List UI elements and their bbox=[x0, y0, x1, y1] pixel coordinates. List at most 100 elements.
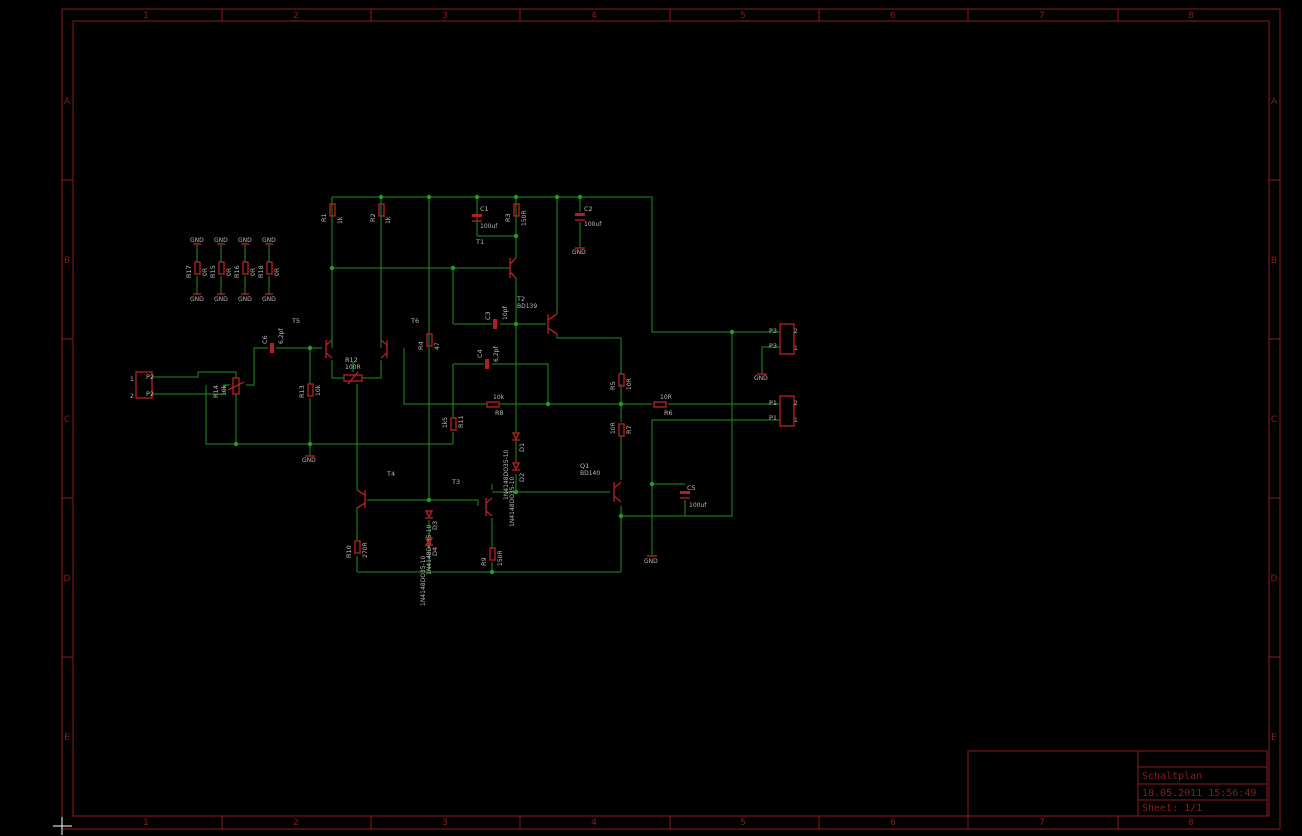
transistor-t3[interactable]: T3 bbox=[451, 478, 493, 517]
pin-label: 1 bbox=[794, 345, 798, 352]
row-labels-right: A B C D E bbox=[1271, 97, 1278, 743]
svg-text:GND: GND bbox=[190, 296, 204, 303]
row-dividers-left bbox=[62, 179, 73, 658]
connector-ref: P2 bbox=[146, 390, 154, 398]
column-label: 8 bbox=[1188, 11, 1194, 21]
resistor-value: 10R bbox=[660, 394, 672, 401]
resistor-r18[interactable]: R18 0R bbox=[257, 261, 281, 278]
resistor-r6[interactable]: 10R R6 bbox=[653, 394, 673, 417]
resistor-r15[interactable]: R15 0R bbox=[209, 261, 233, 278]
resistor-value: 1k5 bbox=[442, 417, 449, 428]
connector-p3[interactable]: P3 P3 2 1 bbox=[769, 323, 798, 355]
capacitor-value: 100uf bbox=[689, 502, 707, 509]
transistor-t4[interactable]: T4 bbox=[356, 470, 395, 509]
diode-d4[interactable]: D4 1N4148DO35-10 bbox=[420, 537, 439, 606]
capacitor-value: 6,2pf bbox=[278, 328, 285, 344]
column-label: 5 bbox=[740, 11, 746, 21]
connector-p2-input[interactable]: P2 P2 1 2 bbox=[130, 371, 154, 400]
resistor-r11[interactable]: 1k5 R11 bbox=[442, 415, 465, 431]
capacitor-c2[interactable]: C2 100uf bbox=[575, 205, 602, 228]
diode-d1[interactable]: D1 1N4148DO35-10 bbox=[509, 432, 526, 527]
drawing-frame: 1 2 3 4 5 6 7 8 1 2 3 4 5 6 7 8 A B C D … bbox=[61, 8, 1281, 830]
resistor-ref: R9 bbox=[480, 557, 488, 566]
row-label: B bbox=[64, 256, 70, 266]
capacitor-c1[interactable]: C1 100uf bbox=[472, 205, 498, 230]
resistor-value: 0R bbox=[274, 268, 281, 276]
resistor-r10[interactable]: R10 270R bbox=[345, 540, 369, 558]
diode-value: 1N4148DO35-10 bbox=[503, 449, 510, 500]
diode-ref: D1 bbox=[518, 443, 526, 452]
resistor-ref: R15 bbox=[209, 265, 217, 278]
crosshair-cursor-icon bbox=[53, 817, 72, 835]
outer-border bbox=[61, 8, 1281, 830]
capacitor-ref: C2 bbox=[584, 205, 593, 213]
svg-text:GND: GND bbox=[238, 296, 252, 303]
pin-label: 2 bbox=[794, 328, 798, 335]
resistor-r17[interactable]: R17 0R bbox=[185, 261, 209, 278]
resistor-value: 0R bbox=[250, 268, 257, 276]
potentiometer-r14[interactable]: R14 10k bbox=[212, 377, 245, 398]
row-label: D bbox=[1271, 574, 1278, 584]
column-label: 6 bbox=[890, 818, 896, 828]
resistor-r2[interactable]: R2 1k bbox=[369, 203, 392, 224]
row-label: D bbox=[64, 574, 71, 584]
resistor-ref: R11 bbox=[457, 415, 465, 428]
transistor-ref: T3 bbox=[451, 478, 460, 486]
capacitor-c5[interactable]: C5 100uf bbox=[680, 484, 707, 509]
diode-d2[interactable]: D2 1N4148DO35-10 bbox=[503, 449, 526, 500]
resistor-r13[interactable]: R13 10k bbox=[298, 383, 322, 398]
svg-text:GND: GND bbox=[644, 558, 658, 565]
capacitor-ref: C4 bbox=[476, 349, 484, 358]
column-dividers-bottom bbox=[221, 816, 1119, 829]
row-label: E bbox=[64, 733, 70, 743]
resistor-value: 100R bbox=[345, 364, 361, 371]
capacitor-c4[interactable]: C4 6,2pf bbox=[476, 346, 500, 369]
connector-p1[interactable]: P1 P1 2 1 bbox=[769, 395, 798, 427]
resistor-r16[interactable]: R16 0R bbox=[233, 261, 257, 278]
connector-ref: P3 bbox=[769, 342, 777, 350]
resistor-ref: R5 bbox=[609, 381, 617, 390]
resistor-r4[interactable]: R4 47 bbox=[417, 333, 441, 350]
resistor-value: 0R bbox=[226, 268, 233, 276]
column-label: 1 bbox=[143, 818, 149, 828]
resistor-ref: R17 bbox=[185, 265, 193, 278]
resistors: R1 1k R2 1k R3 150R R4 47 R5 10R bbox=[185, 203, 673, 566]
column-label: 5 bbox=[740, 818, 746, 828]
diode-ref: D4 bbox=[431, 547, 439, 556]
gnd-symbol: GND bbox=[238, 237, 252, 245]
resistor-ref: R2 bbox=[369, 213, 377, 222]
transistor-q1[interactable]: Q1 BD140 bbox=[580, 462, 622, 503]
gnd-symbol: GND bbox=[644, 555, 658, 565]
gnd-symbol: GND bbox=[238, 293, 252, 303]
resistor-value: 1k bbox=[385, 216, 392, 224]
transistor-t1[interactable]: T1 bbox=[475, 238, 517, 279]
resistor-value: 10R bbox=[610, 422, 617, 434]
resistor-ref: R13 bbox=[298, 385, 306, 398]
capacitor-c6[interactable]: C6 6,2pf bbox=[261, 328, 285, 353]
transistor-ref: Q1 bbox=[580, 462, 589, 470]
resistor-r5[interactable]: R5 10R bbox=[609, 373, 633, 390]
resistor-r3[interactable]: R3 150R bbox=[504, 203, 528, 226]
column-label: 4 bbox=[591, 11, 597, 21]
junctions bbox=[233, 194, 735, 575]
svg-text:GND: GND bbox=[214, 237, 228, 244]
transistor-t6[interactable]: T6 bbox=[380, 317, 419, 359]
resistor-value: 150R bbox=[497, 550, 504, 566]
trimmer-r12[interactable]: R12 100R bbox=[343, 356, 363, 385]
capacitor-value: 100uf bbox=[584, 221, 602, 228]
resistor-ref: R1 bbox=[320, 213, 328, 222]
drawing-title: Schaltplan bbox=[1142, 771, 1202, 782]
transistor-t2[interactable]: T2 BD139 bbox=[516, 295, 558, 335]
capacitor-value: 6,2pf bbox=[493, 346, 500, 362]
gnd-symbol: GND bbox=[754, 373, 768, 382]
resistor-r7[interactable]: 10R R7 bbox=[610, 422, 633, 437]
resistor-r9[interactable]: R9 150R bbox=[480, 547, 504, 566]
diode-d3[interactable]: D3 1N4148DO35-10 bbox=[424, 510, 439, 575]
resistor-r1[interactable]: R1 1k bbox=[320, 203, 344, 224]
resistor-ref: R12 bbox=[345, 356, 358, 364]
resistor-r8[interactable]: 10k R8 bbox=[486, 394, 505, 417]
transistor-t5[interactable]: T5 bbox=[291, 317, 333, 359]
svg-text:GND: GND bbox=[302, 457, 316, 464]
capacitor-c3[interactable]: C3 10pf bbox=[484, 306, 509, 329]
gnd-symbol: GND bbox=[190, 293, 204, 303]
